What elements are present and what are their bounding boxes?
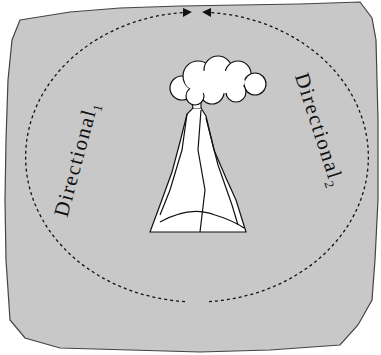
dashed-path-right [203,12,368,302]
volcano [150,90,246,232]
land-outline [5,2,378,352]
dashed-path-left [26,12,191,302]
ash-cloud [170,56,266,105]
